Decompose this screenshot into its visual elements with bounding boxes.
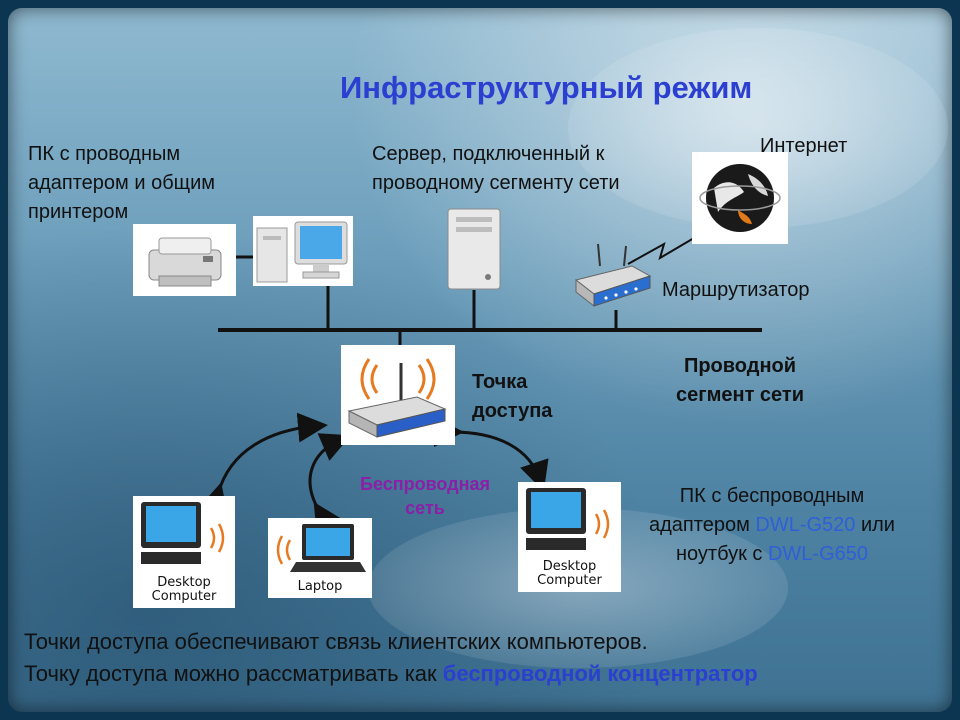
footer-line1: Точки доступа обеспечивают связь клиентс… [24,629,648,654]
server-label-line2: проводному сегменту сети [372,172,620,194]
server-label-line1: Сервер, подключенный к [372,143,605,165]
wireless-pc-label-line3: ноутбук с DWL-G650 [622,540,922,569]
server-label: Сервер, подключенный к проводному сегмен… [372,140,620,198]
desktop-pc-icon [256,221,348,283]
slide-title: Инфраструктурный режим [340,70,753,105]
wired-segment-label-line1: Проводной [683,355,797,377]
footer-text: Точки доступа обеспечивают связь клиентс… [24,626,758,690]
desktop-right-label-line2: Computer [537,573,602,588]
footer-line2: Точку доступа можно рассматривать как бе… [24,658,758,690]
wired-segment-label-line2: сегмент сети [676,384,804,406]
wireless-pc-label: ПК с беспроводным адаптером DWL-G520 или… [622,482,922,569]
wireless-network-label: Беспроводная сеть [340,472,510,520]
internet-label: Интернет [760,135,848,157]
access-point-label: Точка доступа [472,368,552,426]
desktop-computer-left-card: Desktop Computer [133,496,235,608]
wireless-pc-label-line2: адаптером DWL-G520 или [622,511,922,540]
desktop-computer-right-card: Desktop Computer [518,482,621,592]
wireless-pc-label-line1: ПК с беспроводным [679,485,865,507]
wifi-waves-icon [360,358,436,400]
wired-pc-label-line1: ПК с проводным [28,143,181,165]
desktop-right-label-line1: Desktop [542,559,597,574]
access-point-label-line1: Точка [472,371,528,393]
access-point-label-line2: доступа [472,400,553,422]
wireless-arrow-left [198,412,328,516]
access-point-icon [347,358,447,438]
internet-link-line [627,237,695,265]
monitor-icon [526,488,610,550]
wireless-arrow-middle [308,433,352,536]
desktop-pc-card [253,216,353,286]
internet-card [692,152,788,244]
footer-highlight: беспроводной концентратор [442,661,758,686]
wifi-waves-icon [209,523,225,553]
router-label: Маршрутизатор [662,279,810,301]
wireless-arrow-right [433,416,549,492]
laptop-card: Laptop [268,518,372,598]
printer-card [133,224,236,296]
wifi-waves-icon [594,509,610,539]
wired-pc-label-line2: адаптером и общим [28,172,216,194]
wireless-network-label-line1: Беспроводная [360,474,490,494]
laptop-label: Laptop [297,579,343,594]
laptop-icon [276,524,366,572]
adapter-model-text: DWL-G520 [755,514,856,536]
wireless-network-label-line2: сеть [405,498,445,518]
monitor-icon [141,502,225,564]
wireless-pc-line2-prefix: адаптером [649,514,756,536]
laptop-adapter-model-text: DWL-G650 [767,543,868,565]
desktop-left-label-line2: Computer [151,589,217,604]
wifi-waves-icon [276,535,292,565]
printer-icon [148,237,222,287]
footer-line2-prefix: Точку доступа можно рассматривать как [24,661,443,686]
server-icon [447,208,501,290]
wired-pc-label-line3: принтером [28,201,129,223]
wireless-pc-line3-prefix: ноутбук с [675,543,768,565]
desktop-left-label-line1: Desktop [157,575,211,590]
wireless-pc-line2-suffix: или [855,514,895,536]
access-point-card [341,345,455,445]
globe-icon [699,164,781,232]
router-icon [574,243,652,308]
wired-pc-label: ПК с проводным адаптером и общим принтер… [28,140,215,227]
wired-segment-label: Проводной сегмент сети [650,352,830,410]
